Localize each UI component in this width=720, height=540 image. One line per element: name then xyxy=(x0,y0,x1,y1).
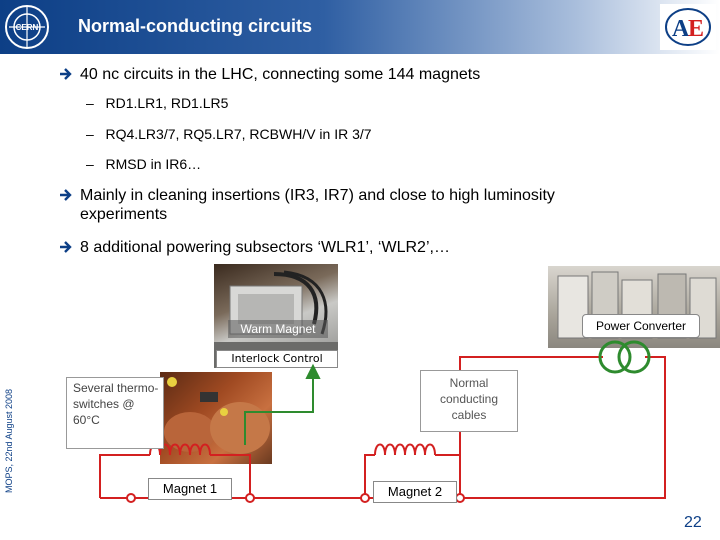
interlock-control-label: Interlock Control xyxy=(216,350,338,368)
sub-bullet-rq4: – RQ4.LR3/7, RQ5.LR7, RCBWH/V in IR 3/7 xyxy=(86,126,372,142)
sub-bullet-rd1: – RD1.LR1, RD1.LR5 xyxy=(86,95,228,111)
bullet-text: Mainly in cleaning insertions (IR3, IR7)… xyxy=(80,187,555,223)
warm-magnet-label: Warm Magnet xyxy=(228,320,328,338)
ae-logo-icon: A E xyxy=(660,4,716,50)
thermoswitch-photo xyxy=(160,372,272,464)
bullet-nc-circuits: 40 nc circuits in the LHC, connecting so… xyxy=(58,65,698,84)
thermoswitches-text: Several thermo-switches @ 60°C xyxy=(73,381,159,427)
sub-bullet-text: RMSD in IR6… xyxy=(105,156,202,172)
page-number: 22 xyxy=(684,514,702,531)
sub-bullet-rmsd: – RMSD in IR6… xyxy=(86,156,201,172)
magnet-2-coil xyxy=(374,443,436,456)
header-bar: CERN Normal-conducting circuits A E xyxy=(0,0,720,54)
bullet-text: 8 additional powering subsectors ‘WLR1’,… xyxy=(80,239,450,256)
arrow-bullet-icon xyxy=(60,68,72,80)
dash: – xyxy=(86,95,94,111)
magnet-2-label: Magnet 2 xyxy=(373,481,457,503)
cables-label: Normal conducting cables xyxy=(420,370,518,432)
power-converter-label: Power Converter xyxy=(582,314,700,338)
svg-text:E: E xyxy=(688,16,704,42)
thermoswitch-photo-art xyxy=(164,377,270,454)
thermoswitches-label: Several thermo-switches @ 60°C xyxy=(66,377,164,449)
bullet-text: 40 nc circuits in the LHC, connecting so… xyxy=(80,66,481,83)
date-sidebar: MOPS, 22nd August 2008 xyxy=(4,388,14,494)
bullet-cleaning-insertions: Mainly in cleaning insertions (IR3, IR7)… xyxy=(58,186,628,224)
page-title: Normal-conducting circuits xyxy=(78,16,313,36)
dash: – xyxy=(86,126,94,142)
magnet-1-label: Magnet 1 xyxy=(148,478,232,500)
svg-text:CERN: CERN xyxy=(16,23,39,32)
arrow-bullet-icon xyxy=(60,189,72,201)
sub-bullet-text: RQ4.LR3/7, RQ5.LR7, RCBWH/V in IR 3/7 xyxy=(105,126,372,142)
svg-text:A: A xyxy=(672,16,690,42)
dash: – xyxy=(86,156,94,172)
cables-text: Normal conducting cables xyxy=(439,376,499,422)
sub-bullet-text: RD1.LR1, RD1.LR5 xyxy=(105,95,229,111)
bullet-powering-subsectors: 8 additional powering subsectors ‘WLR1’,… xyxy=(58,238,698,257)
arrow-bullet-icon xyxy=(60,241,72,253)
cern-logo-icon: CERN xyxy=(5,5,49,49)
